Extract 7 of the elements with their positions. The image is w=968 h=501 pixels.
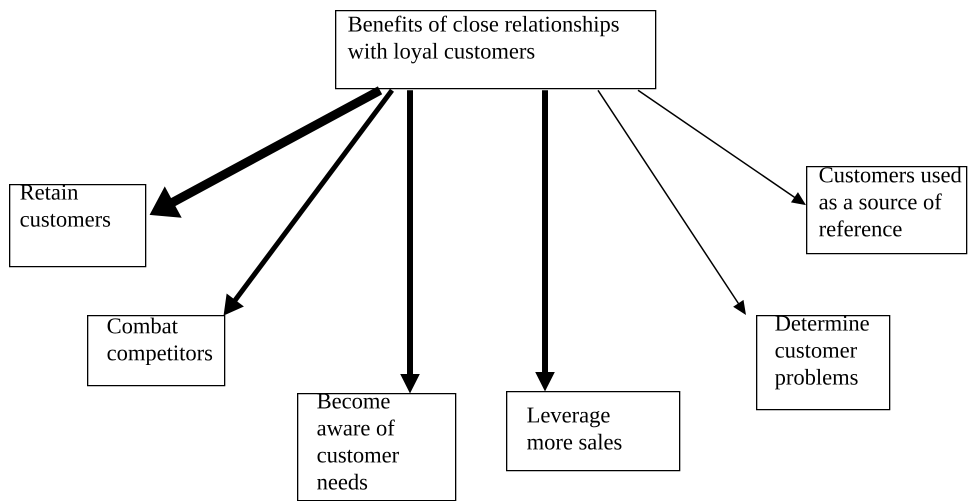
text-box: Benefits of close relationships with loyal customers (335, 10, 656, 90)
text-box: Customers used as a source of reference (806, 166, 968, 254)
text-box: Retain customers (9, 184, 146, 268)
text-box: Determine customer problems (756, 315, 890, 410)
text-box: Leverage more sales (506, 391, 680, 472)
text-box: Become aware of customer needs (297, 393, 456, 501)
text-box: Combat competitors (87, 315, 226, 386)
